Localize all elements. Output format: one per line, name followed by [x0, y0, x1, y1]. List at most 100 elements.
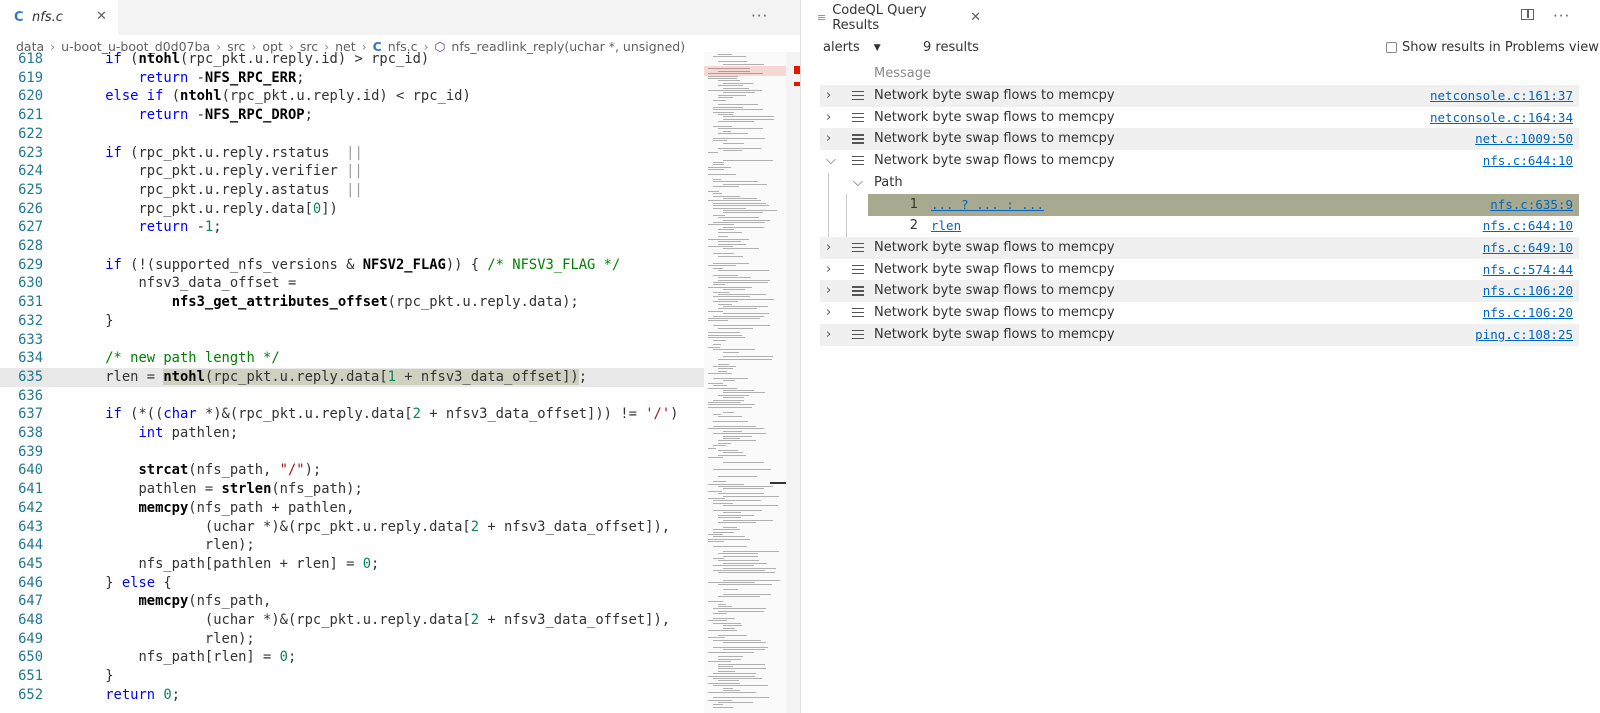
- show-in-problems-label[interactable]: Show results in Problems view: [1402, 40, 1599, 55]
- code-line[interactable]: 620 else if (ntohl(rpc_pkt.u.reply.id) <…: [0, 87, 704, 106]
- minimap[interactable]: [704, 52, 786, 713]
- code-line[interactable]: 624 rpc_pkt.u.reply.verifier ||: [0, 162, 704, 181]
- code-line[interactable]: 652 return 0;: [0, 686, 704, 705]
- chevron-right-icon[interactable]: ›: [826, 305, 832, 320]
- code-line[interactable]: 644 rlen);: [0, 536, 704, 555]
- path-step-link[interactable]: ... ? ... : ...: [931, 196, 1044, 212]
- code-line[interactable]: 627 return -1;: [0, 218, 704, 237]
- chevron-right-icon[interactable]: ›: [826, 326, 832, 342]
- code-line[interactable]: 633: [0, 331, 704, 350]
- code-line[interactable]: 618 if (ntohl(rpc_pkt.u.reply.id) > rpc_…: [0, 52, 704, 69]
- result-location-link[interactable]: netconsole.c:164:34: [1430, 109, 1573, 125]
- result-location-link[interactable]: nfs.c:574:44: [1482, 261, 1573, 277]
- code-line[interactable]: 647 memcpy(nfs_path,: [0, 592, 704, 611]
- close-icon[interactable]: ✕: [96, 9, 107, 24]
- code-line[interactable]: 651 }: [0, 667, 704, 686]
- path-step-location-link[interactable]: nfs.c:644:10: [1482, 218, 1573, 234]
- breadcrumb-segment[interactable]: src: [227, 38, 246, 54]
- chevron-down-icon[interactable]: ⌵: [826, 153, 836, 169]
- code-line[interactable]: 629 if (!(supported_nfs_versions & NFSV2…: [0, 256, 704, 275]
- show-in-problems-checkbox[interactable]: [1386, 42, 1397, 53]
- breadcrumb-segment[interactable]: opt: [262, 38, 283, 54]
- code-line[interactable]: 621 return -NFS_RPC_DROP;: [0, 106, 704, 125]
- code-line[interactable]: 623 if (rpc_pkt.u.reply.rstatus ||: [0, 144, 704, 163]
- code-line[interactable]: 632 }: [0, 312, 704, 331]
- result-location-link[interactable]: nfs.c:106:20: [1482, 283, 1573, 299]
- code-line[interactable]: 634 /* new path length */: [0, 349, 704, 368]
- code-line[interactable]: 639: [0, 443, 704, 462]
- code-line[interactable]: 649 rlen);: [0, 630, 704, 649]
- breadcrumb-file[interactable]: nfs.c: [387, 38, 418, 54]
- breadcrumb-segment[interactable]: net: [335, 38, 356, 54]
- code-text: if (*((char *)&(rpc_pkt.u.reply.data[2 +…: [105, 406, 679, 423]
- code-editor[interactable]: 618 if (ntohl(rpc_pkt.u.reply.id) > rpc_…: [0, 52, 704, 713]
- code-line[interactable]: 646 } else {: [0, 574, 704, 593]
- result-location-link[interactable]: netconsole.c:161:37: [1430, 88, 1573, 103]
- line-number: 622: [18, 125, 43, 142]
- code-line[interactable]: 650 nfs_path[rlen] = 0;: [0, 648, 704, 667]
- code-line[interactable]: 638 int pathlen;: [0, 424, 704, 443]
- result-location-link[interactable]: nfs.c:106:20: [1482, 305, 1573, 320]
- breadcrumb-segment[interactable]: src: [299, 38, 319, 54]
- more-actions-icon[interactable]: ···: [1553, 7, 1571, 25]
- more-actions-icon[interactable]: ···: [751, 7, 769, 25]
- code-line[interactable]: 635 rlen = ntohl(rpc_pkt.u.reply.data[1 …: [0, 367, 704, 387]
- result-location-link[interactable]: nfs.c:644:10: [1482, 153, 1573, 169]
- code-line[interactable]: 625 rpc_pkt.u.reply.astatus ||: [0, 181, 704, 200]
- code-line[interactable]: 637 if (*((char *)&(rpc_pkt.u.reply.data…: [0, 405, 704, 424]
- result-location-link[interactable]: ping.c:108:25: [1475, 326, 1573, 342]
- code-line[interactable]: 631 nfs3_get_attributes_offset(rpc_pkt.u…: [0, 293, 704, 312]
- path-step-location-link[interactable]: nfs.c:635:9: [1490, 196, 1573, 212]
- minimap-line: [708, 246, 734, 247]
- code-line[interactable]: 641 pathlen = strlen(nfs_path);: [0, 480, 704, 499]
- editor-scrollbar[interactable]: [786, 52, 800, 713]
- code-line[interactable]: 630 nfsv3_data_offset =: [0, 274, 704, 293]
- result-location-link[interactable]: nfs.c:649:10: [1482, 239, 1573, 255]
- codeql-results-tab[interactable]: ≡ CodeQL Query Results ✕: [801, 0, 981, 35]
- chevron-right-icon[interactable]: ›: [826, 239, 832, 255]
- line-number: 652: [18, 686, 43, 703]
- breadcrumb-symbol[interactable]: nfs_readlink_reply(uchar *, unsigned): [451, 38, 686, 54]
- chevron-right-icon[interactable]: ›: [826, 131, 832, 147]
- minimap-line: [713, 106, 743, 108]
- minimap-line: [718, 61, 747, 63]
- pane-divider[interactable]: [800, 0, 801, 713]
- minimap-line: [718, 560, 759, 562]
- result-location-link[interactable]: net.c:1009:50: [1475, 131, 1573, 147]
- code-line[interactable]: 645 nfs_path[pathlen + rlen] = 0;: [0, 555, 704, 574]
- code-line[interactable]: 643 (uchar *)&(rpc_pkt.u.reply.data[2 + …: [0, 518, 704, 537]
- code-line[interactable]: 626 rpc_pkt.u.reply.data[0]): [0, 200, 704, 219]
- breadcrumb-segment[interactable]: u-boot_u-boot_d0d07ba: [61, 38, 211, 54]
- chevron-right-icon[interactable]: ›: [826, 88, 832, 103]
- code-line[interactable]: 619 return -NFS_RPC_ERR;: [0, 69, 704, 88]
- code-line[interactable]: 640 strcat(nfs_path, "/");: [0, 461, 704, 480]
- code-line[interactable]: 636: [0, 387, 704, 406]
- code-line[interactable]: 622: [0, 125, 704, 144]
- code-line[interactable]: 648 (uchar *)&(rpc_pkt.u.reply.data[2 + …: [0, 611, 704, 630]
- chevron-down-icon[interactable]: ⌵: [853, 174, 863, 190]
- chevron-right-icon[interactable]: ›: [826, 109, 832, 125]
- path-row[interactable]: ⌵Path: [820, 172, 1579, 194]
- editor-tab-nfs-c[interactable]: C nfs.c ✕: [0, 0, 118, 35]
- path-step-link[interactable]: rlen: [931, 218, 962, 234]
- result-set-select[interactable]: alerts ▼: [823, 40, 881, 55]
- close-icon[interactable]: ✕: [970, 10, 981, 25]
- minimap-line: [718, 450, 739, 451]
- chevron-right-icon[interactable]: ›: [826, 261, 832, 277]
- path-step[interactable]: 1... ? ... : ...nfs.c:635:9: [868, 193, 1579, 216]
- chevron-right-icon[interactable]: ›: [826, 283, 832, 299]
- code-line[interactable]: 642 memcpy(nfs_path + pathlen,: [0, 499, 704, 518]
- breadcrumb-segment[interactable]: data: [16, 38, 45, 54]
- split-editor-icon[interactable]: [1521, 9, 1534, 20]
- code-line[interactable]: 628: [0, 237, 704, 256]
